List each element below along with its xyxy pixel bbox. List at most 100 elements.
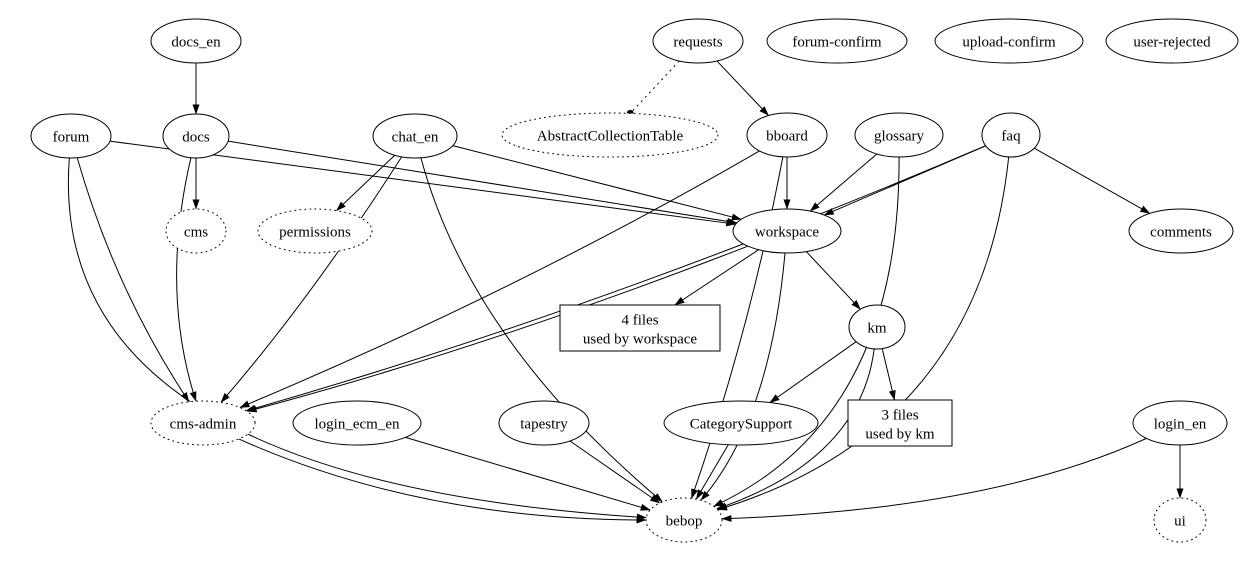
ellipse-shape xyxy=(292,400,422,446)
edge-login_ecm_en-bebop xyxy=(405,436,651,511)
ellipse-shape xyxy=(257,208,373,254)
edge-workspace-km xyxy=(805,251,861,310)
ellipse-shape xyxy=(854,112,944,158)
node-chat_en: chat_en xyxy=(372,113,458,159)
edge-faq-comments xyxy=(1034,147,1151,214)
ellipse-shape xyxy=(1153,497,1207,543)
node-user-rejected: user-rejected xyxy=(1105,18,1239,64)
edge-chat_en-bebop xyxy=(420,157,663,503)
node-label: chat_en xyxy=(392,129,439,145)
node-label: upload-confirm xyxy=(962,34,1056,50)
node-forum: forum xyxy=(30,113,112,159)
node-label: permissions xyxy=(279,224,351,240)
ellipse-shape xyxy=(1132,400,1228,446)
node-files-workspace: 4 files used by workspace xyxy=(559,304,721,352)
ellipse-shape xyxy=(501,112,719,158)
node-label: ui xyxy=(1174,513,1186,529)
node-label: used by workspace xyxy=(583,331,697,347)
node-workspace: workspace xyxy=(732,208,842,254)
node-CategorySupport: CategorySupport xyxy=(663,400,819,446)
ellipse-shape xyxy=(498,400,590,446)
node-label: 3 files xyxy=(881,407,918,423)
node-label: bebop xyxy=(666,513,703,529)
node-label: cms-admin xyxy=(170,416,237,432)
ellipse-shape xyxy=(848,304,906,350)
ellipse-shape xyxy=(150,400,256,446)
box-shape xyxy=(847,399,953,447)
edge-km-CategorySupport xyxy=(769,341,857,404)
edge-docs-workspace xyxy=(228,140,738,225)
box-shape xyxy=(559,304,721,352)
node-label: km xyxy=(867,320,887,336)
node-bebop: bebop xyxy=(645,497,723,543)
node-label: login_en xyxy=(1154,416,1207,432)
node-label: used by km xyxy=(865,426,934,442)
ellipse-shape xyxy=(934,18,1084,64)
node-glossary: glossary xyxy=(854,112,944,158)
edge-forum-workspace xyxy=(109,140,737,227)
edge-workspace-files-workspace xyxy=(674,249,759,306)
node-label: AbstractCollectionTable xyxy=(537,128,684,144)
edge-faq-bebop xyxy=(717,156,1010,511)
node-files-km: 3 files used by km xyxy=(847,399,953,447)
edge-tapestry-bebop xyxy=(569,440,661,504)
edge-cms-admin-bebop xyxy=(238,438,647,524)
node-km: km xyxy=(848,304,906,350)
node-label: CategorySupport xyxy=(690,416,793,432)
ellipse-shape xyxy=(372,113,458,159)
edge-forum-cms-admin xyxy=(76,157,190,403)
node-label: 4 files xyxy=(621,312,658,328)
ellipse-shape xyxy=(1128,208,1234,254)
ellipse-shape xyxy=(150,18,242,64)
node-upload-confirm: upload-confirm xyxy=(934,18,1084,64)
edge-bboard-cms-admin xyxy=(239,150,760,408)
ellipse-shape xyxy=(1105,18,1239,64)
node-login_ecm_en: login_ecm_en xyxy=(292,400,422,446)
ellipse-shape xyxy=(663,400,819,446)
node-label: docs_en xyxy=(171,34,221,50)
node-docs_en: docs_en xyxy=(150,18,242,64)
node-tapestry: tapestry xyxy=(498,400,590,446)
ellipse-shape xyxy=(30,113,112,159)
ellipse-shape xyxy=(165,208,227,254)
node-label: docs xyxy=(182,129,210,145)
edge-km-files-km xyxy=(881,348,896,401)
node-login_en: login_en xyxy=(1132,400,1228,446)
ellipse-shape xyxy=(766,18,908,64)
edge-workspace-bebop xyxy=(700,252,786,501)
edges-layer xyxy=(67,60,1184,524)
node-requests: requests xyxy=(652,18,744,64)
edge-requests-AbstractCollectionTable xyxy=(629,60,680,114)
ellipse-shape xyxy=(162,113,230,159)
node-label: comments xyxy=(1150,224,1212,240)
ellipse-shape xyxy=(746,112,828,158)
node-label: forum xyxy=(53,129,90,145)
node-label: tapestry xyxy=(520,416,568,432)
edge-km-bebop xyxy=(716,348,875,510)
ellipse-shape xyxy=(981,112,1041,158)
node-bboard: bboard xyxy=(746,112,828,158)
edge-chat_en-permissions xyxy=(336,154,396,211)
edge-faq-cms-admin xyxy=(245,145,986,412)
node-cms-admin: cms-admin xyxy=(150,400,256,446)
node-ui: ui xyxy=(1153,497,1207,543)
node-faq: faq xyxy=(981,112,1041,158)
edge-glossary-workspace xyxy=(809,153,878,212)
node-label: login_ecm_en xyxy=(315,416,400,432)
edge-docs-cms-admin xyxy=(176,157,197,402)
node-comments: comments xyxy=(1128,208,1234,254)
edge-requests-bboard xyxy=(716,60,769,116)
ellipse-shape xyxy=(732,208,842,254)
node-label: faq xyxy=(1001,128,1021,144)
node-label: workspace xyxy=(755,224,819,240)
edge-chat_en-workspace xyxy=(452,145,742,221)
edge-chat_en-cms-admin xyxy=(220,156,403,403)
node-permissions: permissions xyxy=(257,208,373,254)
edge-workspace-cms-admin xyxy=(246,245,749,413)
node-label: bboard xyxy=(766,128,808,144)
node-cms: cms xyxy=(165,208,227,254)
edge-CategorySupport-bebop xyxy=(695,444,729,500)
